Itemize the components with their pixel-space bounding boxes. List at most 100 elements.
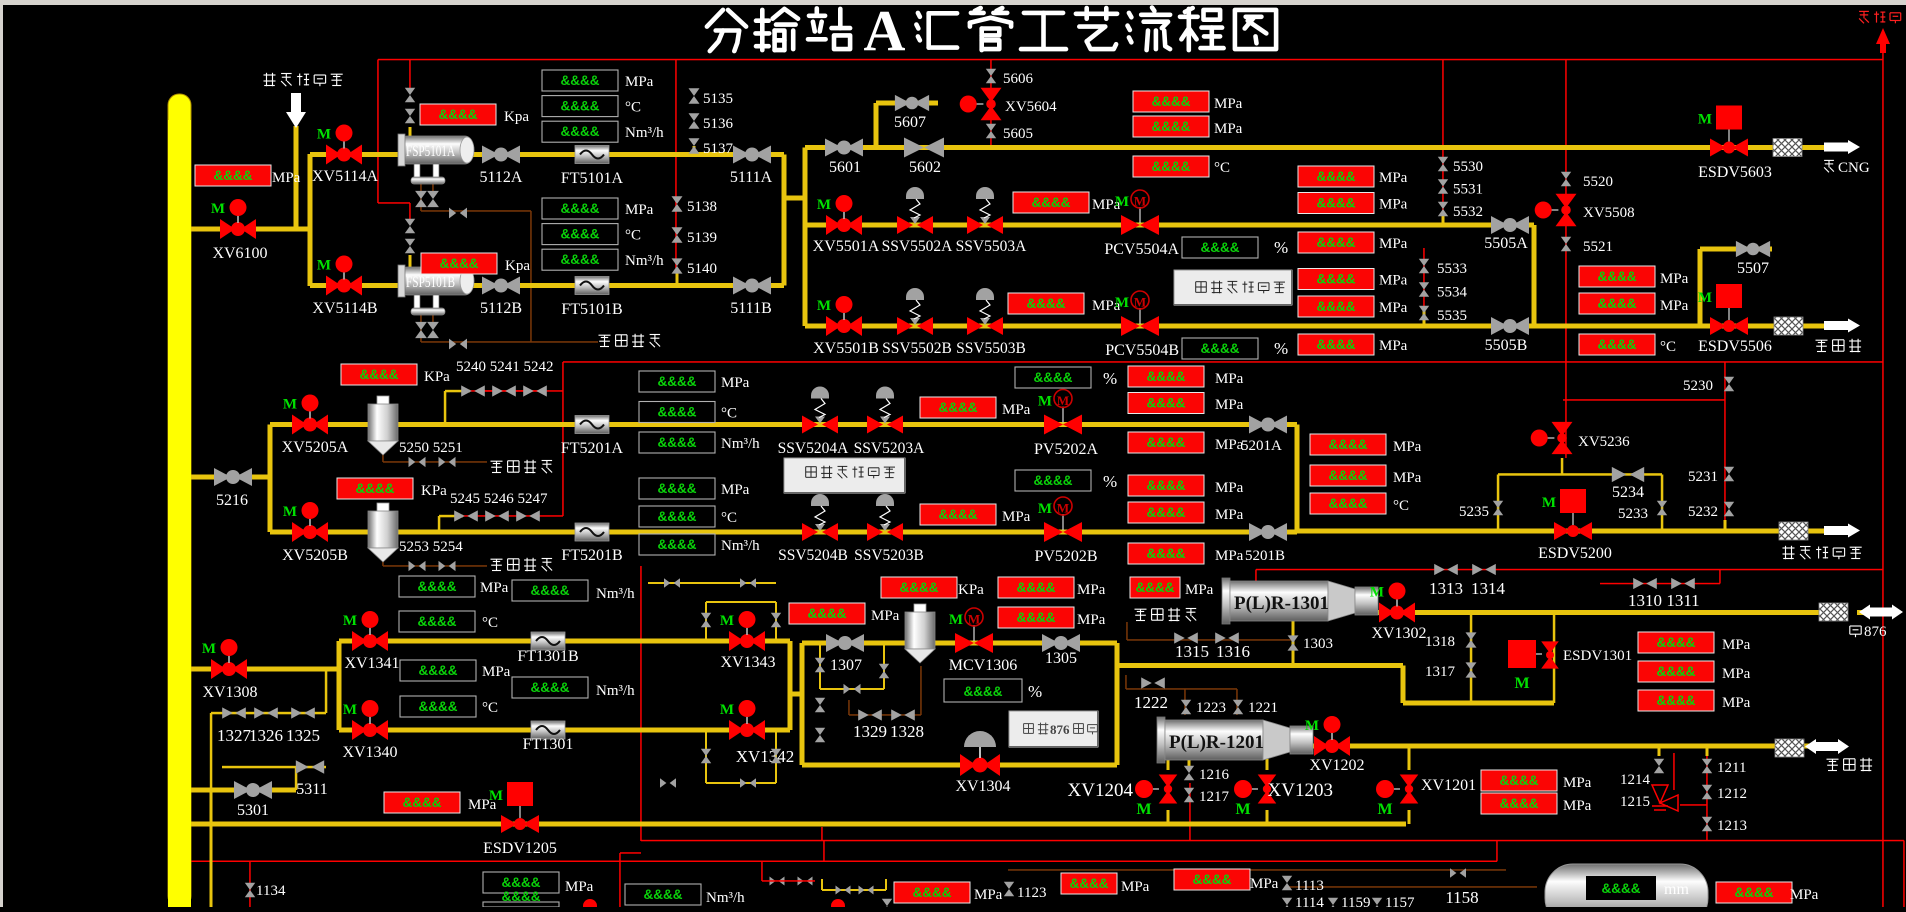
svg-text:5505B: 5505B bbox=[1485, 337, 1528, 354]
svg-text:5240 5241 5242: 5240 5241 5242 bbox=[456, 359, 554, 375]
svg-text:&&&&: &&&& bbox=[1317, 196, 1356, 211]
svg-text:ESDV5200: ESDV5200 bbox=[1538, 545, 1612, 562]
svg-text:M: M bbox=[1115, 194, 1129, 210]
svg-text:&&&&: &&&& bbox=[561, 227, 600, 242]
svg-text:1313: 1313 bbox=[1429, 579, 1463, 598]
svg-text:&&&&: &&&& bbox=[419, 699, 458, 714]
svg-text:MPa: MPa bbox=[1790, 887, 1819, 903]
svg-text:P(L)R-1201: P(L)R-1201 bbox=[1169, 732, 1264, 753]
svg-text:&&&&: &&&& bbox=[1201, 240, 1240, 255]
svg-text:CNG: CNG bbox=[1838, 160, 1870, 176]
svg-text:MPa: MPa bbox=[1002, 509, 1031, 525]
svg-text:MPa: MPa bbox=[1215, 548, 1244, 564]
svg-text:5602: 5602 bbox=[909, 159, 941, 176]
svg-text:&&&&: &&&& bbox=[1070, 876, 1109, 891]
svg-text:1223: 1223 bbox=[1196, 700, 1226, 716]
svg-text:&&&&: &&&& bbox=[561, 73, 600, 88]
svg-text:1114: 1114 bbox=[1295, 895, 1324, 907]
svg-text:ESDV5506: ESDV5506 bbox=[1698, 338, 1772, 355]
svg-text:MPa: MPa bbox=[1379, 273, 1408, 289]
svg-text:Nm³/h: Nm³/h bbox=[721, 538, 760, 554]
svg-text:5507: 5507 bbox=[1737, 260, 1769, 277]
svg-text:5530: 5530 bbox=[1453, 159, 1483, 175]
svg-text:M: M bbox=[817, 197, 831, 213]
svg-text:MPa: MPa bbox=[1214, 121, 1243, 137]
svg-text:&&&&: &&&& bbox=[1147, 505, 1186, 520]
svg-text:1303: 1303 bbox=[1303, 636, 1333, 652]
svg-text:&&&&: &&&& bbox=[1317, 272, 1356, 287]
svg-text:&&&&: &&&& bbox=[1017, 580, 1056, 595]
svg-text:5605: 5605 bbox=[1003, 126, 1033, 142]
svg-text:M: M bbox=[1134, 295, 1146, 310]
svg-text:FT5101A: FT5101A bbox=[561, 170, 624, 187]
svg-text:MPa: MPa bbox=[1379, 236, 1408, 252]
svg-text:1157: 1157 bbox=[1385, 895, 1415, 907]
svg-text:M: M bbox=[283, 504, 297, 520]
svg-text:5140: 5140 bbox=[687, 261, 717, 277]
svg-text:M: M bbox=[1377, 801, 1392, 818]
svg-text:MPa: MPa bbox=[1379, 170, 1408, 186]
svg-text:5301: 5301 bbox=[237, 802, 269, 819]
svg-text:1307: 1307 bbox=[830, 657, 862, 674]
svg-text:PCV5504A: PCV5504A bbox=[1104, 241, 1179, 258]
svg-text:M: M bbox=[1057, 393, 1069, 408]
svg-text:5607: 5607 bbox=[894, 114, 926, 131]
svg-text:°C: °C bbox=[1214, 160, 1230, 176]
svg-text:XV1201: XV1201 bbox=[1421, 777, 1476, 794]
svg-text:XV1302: XV1302 bbox=[1371, 625, 1426, 642]
svg-text:&&&&: &&&& bbox=[1152, 159, 1191, 174]
svg-text:5230: 5230 bbox=[1683, 378, 1713, 394]
svg-text:1326: 1326 bbox=[249, 726, 283, 745]
svg-text:1314: 1314 bbox=[1471, 579, 1506, 598]
svg-text:KPa: KPa bbox=[424, 369, 450, 385]
svg-text:5535: 5535 bbox=[1437, 308, 1467, 324]
svg-text:XV5508: XV5508 bbox=[1583, 205, 1635, 221]
svg-text:&&&&: &&&& bbox=[1147, 478, 1186, 493]
svg-text:M: M bbox=[1698, 290, 1712, 306]
svg-text:&&&&: &&&& bbox=[939, 400, 978, 415]
svg-text:XV1308: XV1308 bbox=[202, 684, 257, 701]
svg-text:MPa: MPa bbox=[721, 482, 750, 498]
svg-text:M: M bbox=[1136, 801, 1151, 818]
svg-text:5233: 5233 bbox=[1618, 506, 1648, 522]
svg-text:M: M bbox=[720, 613, 734, 629]
svg-text:1134: 1134 bbox=[256, 883, 286, 899]
svg-text:XV5205B: XV5205B bbox=[282, 547, 348, 564]
svg-text:&&&&: &&&& bbox=[644, 887, 683, 902]
svg-text:5311: 5311 bbox=[296, 781, 327, 798]
svg-text:XV5501B: XV5501B bbox=[813, 340, 879, 357]
svg-text:%: % bbox=[1274, 238, 1288, 257]
svg-text:XV1340: XV1340 bbox=[342, 744, 397, 761]
svg-text:&&&&: &&&& bbox=[939, 507, 978, 522]
svg-text:XV6100: XV6100 bbox=[212, 245, 267, 262]
svg-text:1216: 1216 bbox=[1199, 767, 1230, 783]
svg-text:5520: 5520 bbox=[1583, 174, 1613, 190]
svg-text:%: % bbox=[1103, 369, 1117, 388]
svg-text:%: % bbox=[1274, 339, 1288, 358]
svg-text:5532: 5532 bbox=[1453, 204, 1483, 220]
svg-text:ESDV1205: ESDV1205 bbox=[483, 840, 557, 857]
svg-text:MPa: MPa bbox=[1379, 197, 1408, 213]
svg-text:SSV5503B: SSV5503B bbox=[956, 340, 1026, 357]
svg-text:MPa: MPa bbox=[1092, 197, 1121, 213]
svg-text:1211: 1211 bbox=[1717, 760, 1746, 776]
svg-text:&&&&: &&&& bbox=[561, 252, 600, 267]
svg-text:MPa: MPa bbox=[1660, 271, 1689, 287]
svg-text:M: M bbox=[1305, 718, 1319, 734]
svg-text:&&&&: &&&& bbox=[1152, 119, 1191, 134]
svg-text:5137: 5137 bbox=[703, 141, 734, 157]
svg-text:&&&&: &&&& bbox=[1500, 773, 1539, 788]
svg-text:MPa: MPa bbox=[1563, 775, 1592, 791]
svg-text:FT5201B: FT5201B bbox=[561, 547, 622, 564]
svg-text:Nm³/h: Nm³/h bbox=[625, 253, 664, 269]
svg-text:M: M bbox=[1038, 501, 1052, 517]
svg-text:&&&&: &&&& bbox=[502, 875, 541, 890]
svg-text:MPa: MPa bbox=[721, 375, 750, 391]
svg-text:MPa: MPa bbox=[1393, 439, 1422, 455]
svg-text:MPa: MPa bbox=[1722, 666, 1751, 682]
svg-text:&&&&: &&&& bbox=[1500, 796, 1539, 811]
svg-text:1318: 1318 bbox=[1425, 634, 1455, 650]
svg-text:MPa: MPa bbox=[272, 170, 301, 186]
svg-text:&&&&: &&&& bbox=[1598, 337, 1637, 352]
svg-text:XV1304: XV1304 bbox=[955, 778, 1010, 795]
